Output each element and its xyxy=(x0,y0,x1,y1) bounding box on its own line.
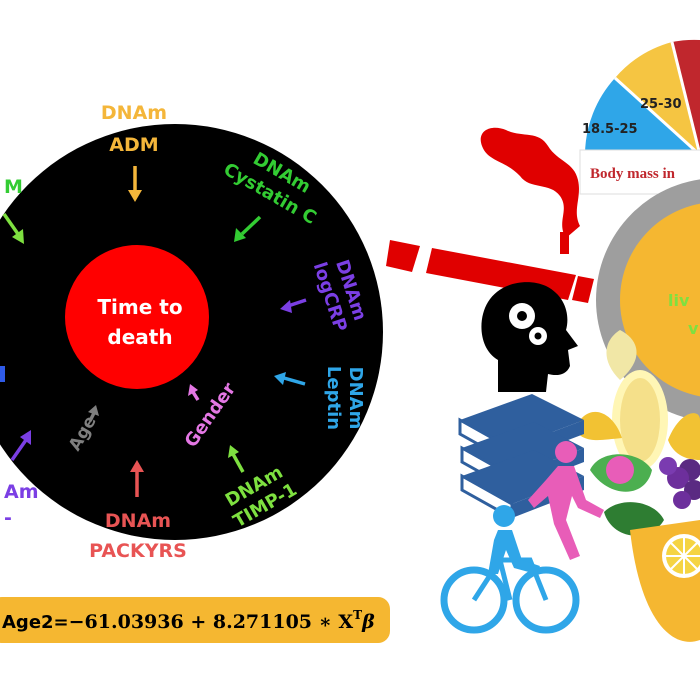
adm-label-2: ADM xyxy=(109,134,158,156)
left-green-arrow-icon xyxy=(2,212,24,244)
adm-arrow-icon xyxy=(128,166,142,202)
leptin-arrow-icon xyxy=(274,372,306,386)
packyrs-label-1: DNAm xyxy=(105,510,171,532)
center-label-1: Time to xyxy=(97,295,182,319)
left-partial-label: M xyxy=(4,176,23,198)
adm-label-1: DNAm xyxy=(101,102,167,124)
bmi-label: Body mass in xyxy=(590,166,676,182)
liver-inner-circle xyxy=(620,203,700,397)
cigarette-icon xyxy=(386,127,594,303)
bmi-segment-2: 25-30 xyxy=(640,97,682,112)
bmi-segment-1: 18.5-25 xyxy=(582,122,638,137)
packyrs-label-2: PACKYRS xyxy=(89,540,187,562)
formula-box xyxy=(0,597,390,643)
center-label-2: death xyxy=(107,325,172,349)
cystatin-arrow-icon xyxy=(234,215,262,242)
gender-arrow-icon xyxy=(188,384,200,401)
walker-icon xyxy=(528,441,604,560)
liver-label-1: liv xyxy=(668,291,690,310)
head-gears-icon xyxy=(481,282,578,392)
formula: Age2=−61.03936 + 8.271105 ∗ XTβ xyxy=(2,608,375,633)
logcrp-arrow-icon xyxy=(280,298,307,313)
left-bottom-partial-2: - xyxy=(4,507,12,529)
fruit-basket-icon xyxy=(575,330,700,642)
leptin-label: DNAm Leptin xyxy=(323,366,366,430)
left-bottom-partial-1: Am xyxy=(4,481,39,503)
svg-text:DNAm: DNAm xyxy=(345,367,366,430)
bmi-gauge: 18.5-25 25-30 xyxy=(582,39,700,157)
packyrs-arrow-icon xyxy=(130,460,144,497)
svg-text:Leptin: Leptin xyxy=(323,366,344,430)
left-purple-arrow-icon xyxy=(10,430,31,462)
age-arrow-icon xyxy=(88,405,99,422)
timp-arrow-icon xyxy=(228,445,245,473)
liver-label-2: v xyxy=(688,319,699,338)
time-to-death-circle xyxy=(65,245,209,389)
cyclist-icon xyxy=(440,505,580,634)
left-blue-mark xyxy=(0,366,5,382)
